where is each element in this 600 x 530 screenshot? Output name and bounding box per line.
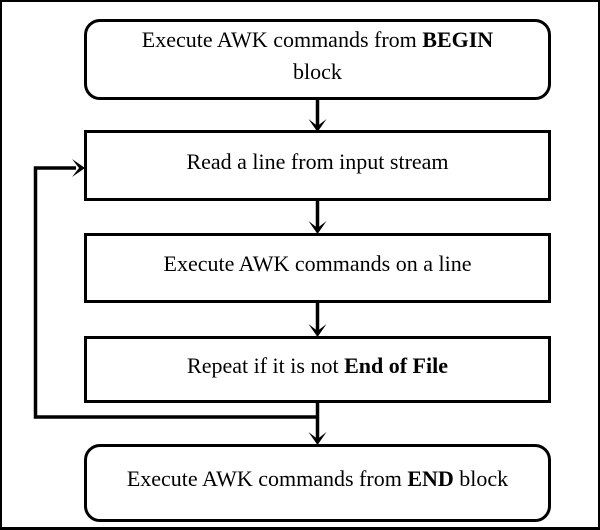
node-label: Repeat if it is not bbox=[187, 352, 345, 378]
node-label: Execute AWK commands on a line bbox=[163, 251, 472, 276]
node-repeat-check: Repeat if it is not End of File bbox=[84, 336, 551, 403]
node-label: Execute AWK commands from bbox=[126, 466, 408, 491]
node-label: block bbox=[453, 466, 509, 491]
node-read-line: Read a line from input stream bbox=[84, 130, 551, 201]
node-label-bold: END bbox=[407, 466, 454, 491]
node-label-bold: BEGIN bbox=[422, 26, 494, 52]
node-repeat-line: Repeat if it is not End of File bbox=[187, 350, 448, 382]
node-begin-block: Execute AWK commands from BEGIN block bbox=[84, 19, 551, 100]
node-label-bold: End of File bbox=[344, 352, 448, 378]
node-end-block: Execute AWK commands from END block bbox=[84, 444, 551, 522]
node-label: Read a line from input stream bbox=[186, 148, 449, 174]
node-execute-on-line: Execute AWK commands on a line bbox=[84, 233, 551, 303]
node-end-line: Execute AWK commands from END block bbox=[127, 463, 508, 495]
node-label: Execute AWK commands from bbox=[141, 26, 423, 52]
node-begin-line1: Execute AWK commands from BEGIN bbox=[142, 24, 493, 56]
node-begin-line2: block bbox=[293, 58, 342, 84]
